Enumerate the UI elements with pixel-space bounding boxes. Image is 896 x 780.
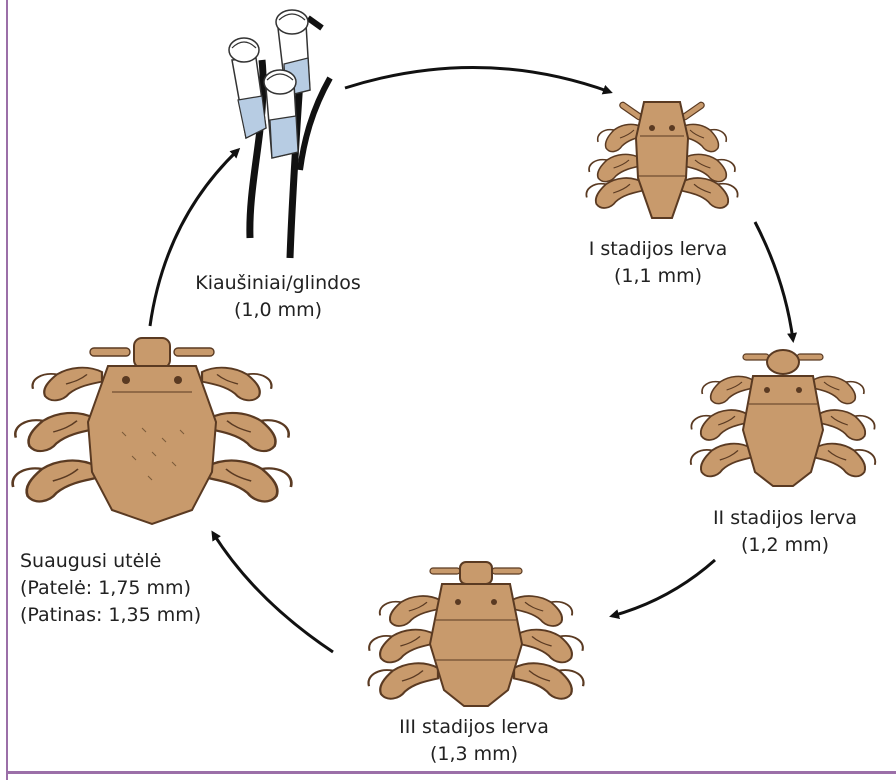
adult-male-size: (Patinas: 1,35 mm) bbox=[20, 602, 201, 629]
larva3-name: III stadijos lerva bbox=[372, 714, 576, 741]
adult-name: Suaugusi utėlė bbox=[20, 548, 201, 575]
eggs-name: Kiaušiniai/glindos bbox=[178, 270, 378, 297]
larva2-name: II stadijos lerva bbox=[690, 505, 880, 532]
larva1-illustration bbox=[586, 101, 737, 218]
adult-louse-illustration bbox=[13, 338, 292, 524]
larva2-illustration bbox=[691, 350, 875, 486]
arrow-larva3-to-adult bbox=[213, 533, 333, 652]
larva3-label: III stadijos lerva (1,3 mm) bbox=[372, 714, 576, 768]
arrow-eggs-to-larva1 bbox=[345, 67, 610, 92]
larva1-size: (1,1 mm) bbox=[570, 263, 746, 290]
arrow-larva2-to-larva3 bbox=[612, 560, 715, 616]
larva3-illustration bbox=[369, 562, 584, 706]
eggs-size: (1,0 mm) bbox=[178, 297, 378, 324]
larva1-label: I stadijos lerva (1,1 mm) bbox=[570, 236, 746, 290]
larva1-name: I stadijos lerva bbox=[570, 236, 746, 263]
larva3-size: (1,3 mm) bbox=[372, 741, 576, 768]
larva2-label: II stadijos lerva (1,2 mm) bbox=[690, 505, 880, 559]
arrow-larva1-to-larva2 bbox=[755, 222, 793, 340]
adult-label: Suaugusi utėlė (Patelė: 1,75 mm) (Patina… bbox=[20, 548, 201, 629]
larva2-size: (1,2 mm) bbox=[690, 532, 880, 559]
eggs-illustration bbox=[229, 10, 330, 258]
adult-female-size: (Patelė: 1,75 mm) bbox=[20, 575, 201, 602]
eggs-label: Kiaušiniai/glindos (1,0 mm) bbox=[178, 270, 378, 324]
